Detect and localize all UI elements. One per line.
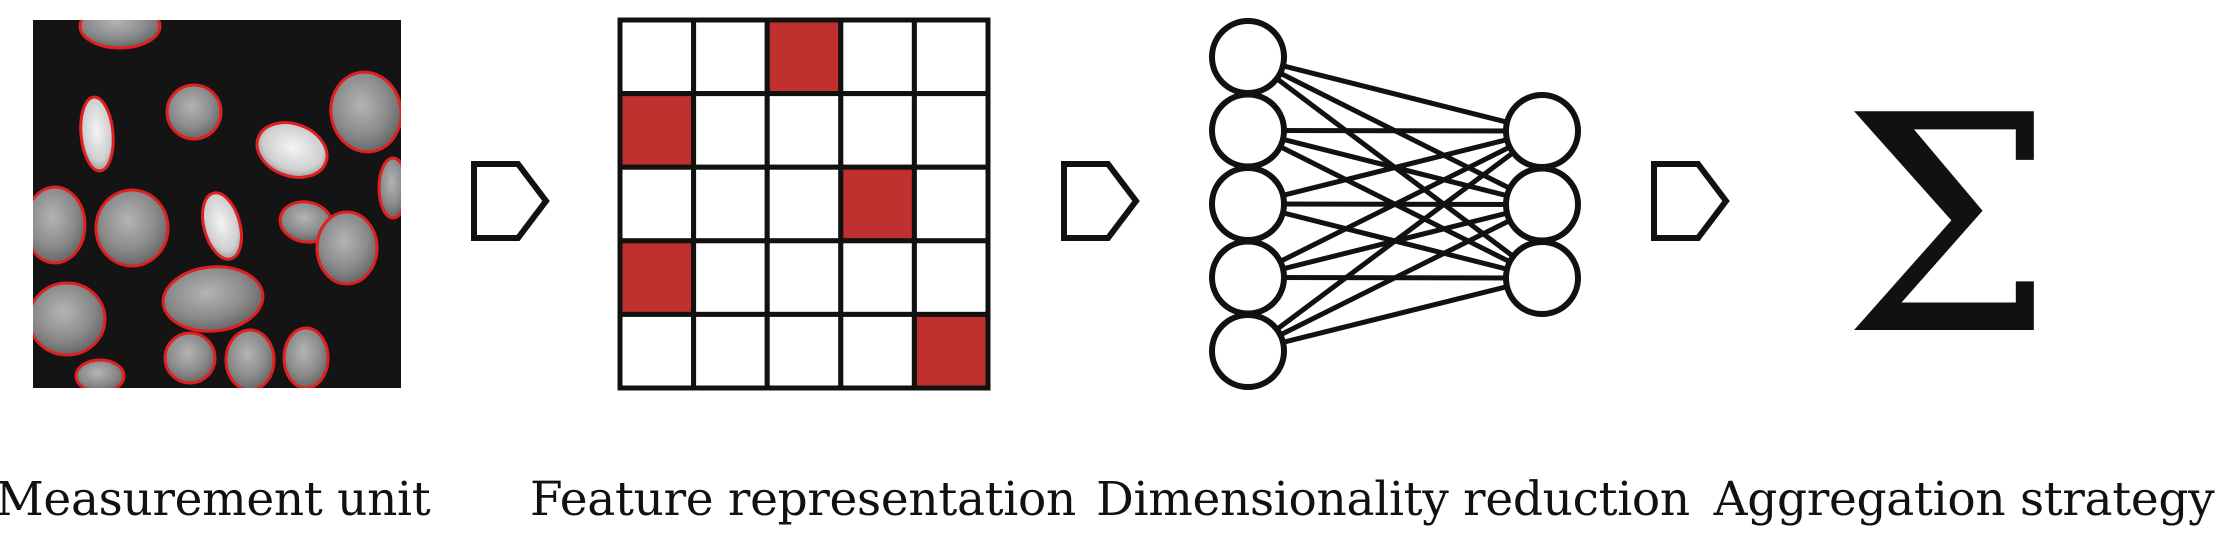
arrow-icon xyxy=(1061,161,1140,241)
nucleus-segment xyxy=(161,265,265,333)
nucleus-segment xyxy=(315,210,379,286)
grid-cell xyxy=(691,91,770,170)
output-node xyxy=(1503,239,1581,317)
nucleus-segment xyxy=(33,281,107,357)
grid-cell xyxy=(838,17,917,97)
input-node xyxy=(1209,18,1287,96)
network-edge xyxy=(1246,128,1544,280)
neural-network-icon xyxy=(1209,18,1581,390)
grid-cell xyxy=(911,164,991,244)
nucleus-segment xyxy=(255,121,329,179)
grid-cell xyxy=(764,91,844,170)
grid-cell xyxy=(911,91,991,170)
caption-measurement-unit: Measurement unit xyxy=(0,472,431,527)
feature-grid xyxy=(617,17,991,391)
measurement-unit-image xyxy=(33,20,401,388)
grid-cell xyxy=(617,17,697,97)
nucleus-segment xyxy=(329,70,401,154)
grid-cell-highlighted xyxy=(764,17,844,97)
nucleus-segment xyxy=(224,328,276,388)
caption-feature-representation: Feature representation xyxy=(530,472,1076,527)
nucleus-segment xyxy=(163,331,217,385)
caption-dimensionality-reduction: Dimensionality reduction xyxy=(1096,472,1690,527)
arrow-icon xyxy=(471,161,550,241)
grid-cell xyxy=(691,238,770,317)
grid-cell xyxy=(838,91,917,170)
grid-cell xyxy=(691,311,770,391)
sum-icon: Σ xyxy=(1842,52,2054,401)
grid-cell-highlighted xyxy=(617,238,697,317)
grid-cell xyxy=(911,238,991,317)
input-node xyxy=(1209,165,1287,243)
arrow-icon xyxy=(1651,161,1730,241)
grid-cell xyxy=(764,311,844,391)
grid-cell xyxy=(764,164,844,244)
nucleus-segment xyxy=(201,191,243,261)
output-node xyxy=(1503,92,1581,170)
network-edge xyxy=(1246,202,1544,354)
input-node xyxy=(1209,238,1287,317)
grid-cell xyxy=(691,164,770,244)
nucleus-segment xyxy=(94,188,170,268)
grid-cell xyxy=(691,17,770,97)
network-edge xyxy=(1247,128,1543,134)
grid-cell xyxy=(764,238,844,317)
grid-cell-highlighted xyxy=(838,164,917,244)
input-node xyxy=(1209,91,1287,170)
grid-cell-highlighted xyxy=(617,91,697,170)
segmented-nuclei xyxy=(33,20,401,388)
caption-aggregation-strategy: Aggregation strategy xyxy=(1713,472,2215,527)
network-edge xyxy=(1247,275,1543,354)
nucleus-segment xyxy=(79,95,115,173)
nucleus-segment xyxy=(282,326,330,388)
nucleus-segment xyxy=(74,358,126,388)
network-edge xyxy=(1247,128,1543,207)
nucleus-segment xyxy=(33,185,87,265)
nucleus-segment xyxy=(377,156,401,220)
grid-cell xyxy=(838,238,917,317)
grid-cell xyxy=(617,311,697,391)
nucleus-segment xyxy=(78,20,162,50)
network-edge xyxy=(1246,128,1544,354)
network-edge xyxy=(1247,54,1543,134)
grid-cell xyxy=(911,17,991,97)
grid-cell xyxy=(617,164,697,244)
grid-cell-highlighted xyxy=(911,311,991,391)
input-node xyxy=(1209,312,1287,390)
nucleus-segment xyxy=(165,83,223,141)
grid-cell xyxy=(838,311,917,391)
output-node xyxy=(1503,165,1581,244)
